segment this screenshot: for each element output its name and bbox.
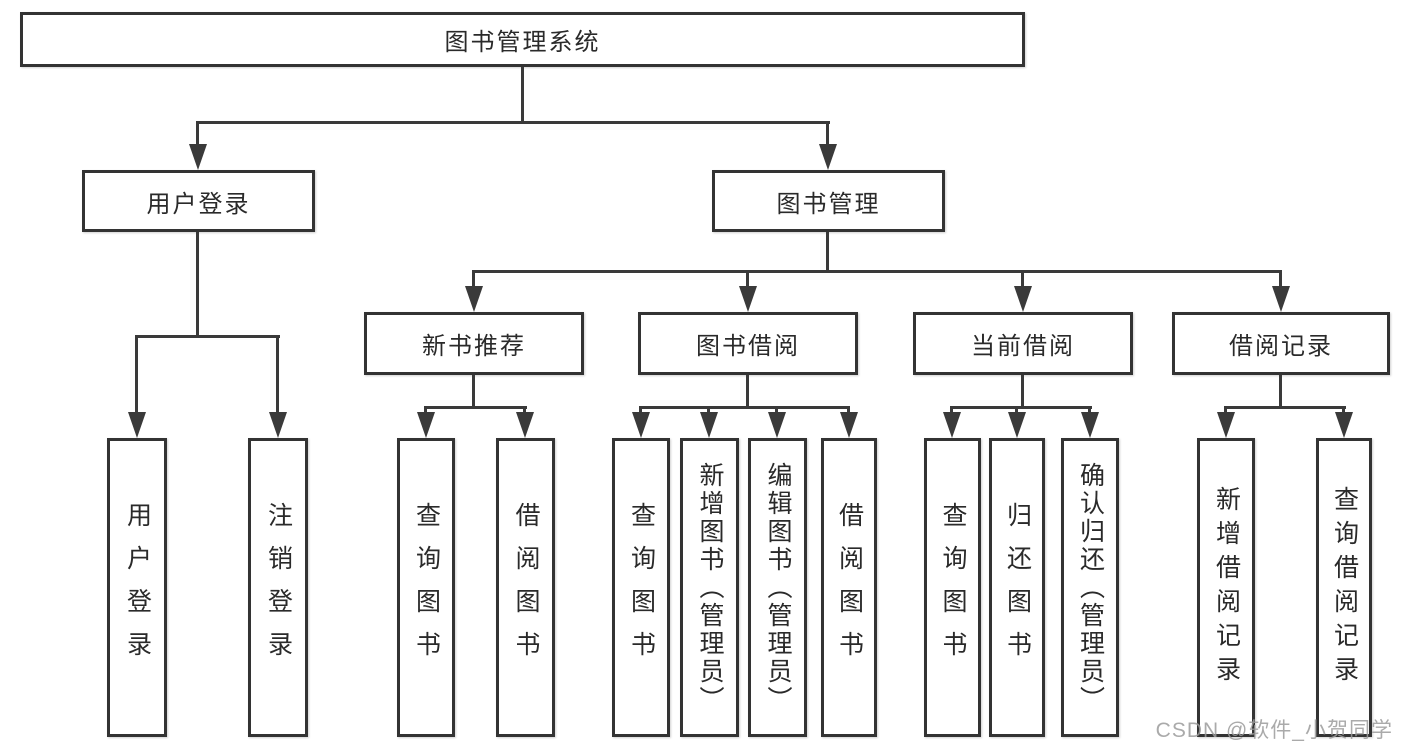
leaf-label: 编辑图书（管理员） (764, 461, 792, 714)
leaf-label: 确认归还（管理员） (1076, 461, 1105, 714)
connector-book-borrow-stem (746, 375, 749, 406)
arrow-to-current-borrow (1014, 286, 1032, 312)
connector-drop-leaf-logout (276, 335, 279, 412)
arrow-to-leaf (632, 412, 650, 438)
node-library-management-system: 图书管理系统 (20, 12, 1025, 67)
leaf-add-borrow-record: 新增借阅记录 (1197, 438, 1255, 737)
node-label: 新书推荐 (422, 333, 526, 360)
arrow-to-new-book (465, 286, 483, 312)
leaf-label: 查询图书 (412, 501, 441, 674)
leaf-label: 用户登录 (123, 501, 152, 674)
connector-drop (1015, 406, 1018, 412)
leaf-label: 借阅图书 (835, 501, 864, 674)
leaf-borrow-book-recommend: 借阅图书 (496, 438, 555, 737)
node-borrow-record: 借阅记录 (1172, 312, 1390, 375)
connector-borrow-record-split (1224, 406, 1346, 409)
leaf-label: 查询图书 (939, 501, 967, 674)
leaf-add-book-admin: 新增图书（管理员） (680, 438, 739, 737)
node-book-management: 图书管理 (712, 170, 945, 232)
arrow-to-leaf (768, 412, 786, 438)
leaf-query-book-current: 查询图书 (924, 438, 981, 737)
csdn-watermark: CSDN @软件_小贺同学 (1155, 719, 1393, 742)
connector-drop (707, 406, 710, 412)
connector-drop (1342, 406, 1345, 412)
node-label: 用户登录 (146, 190, 251, 218)
leaf-label: 查询图书 (627, 501, 656, 674)
leaf-label: 查询借阅记录 (1330, 485, 1359, 690)
connector-drop-borrow-record (1279, 270, 1282, 286)
leaf-user-login: 用户登录 (107, 438, 167, 737)
leaf-return-book: 归还图书 (989, 438, 1045, 737)
connector-drop (1088, 406, 1091, 412)
arrow-to-borrow-record (1272, 286, 1290, 312)
arrow-to-book-borrow (739, 286, 757, 312)
connector-drop (424, 406, 427, 412)
leaf-borrow-book: 借阅图书 (821, 438, 877, 737)
arrow-to-book-management (819, 144, 837, 170)
arrow-to-leaf (700, 412, 718, 438)
leaf-label: 新增图书（管理员） (696, 461, 724, 714)
node-current-borrow: 当前借阅 (913, 312, 1133, 375)
connector-current-borrow-split (950, 406, 1092, 409)
leaf-logout: 注销登录 (248, 438, 308, 737)
leaf-label: 新增借阅记录 (1212, 485, 1241, 690)
leaf-confirm-return-admin: 确认归还（管理员） (1061, 438, 1119, 737)
arrow-to-leaf (1081, 412, 1099, 438)
arrow-to-user-login (189, 144, 207, 170)
node-label: 图书借阅 (696, 333, 800, 360)
leaf-label: 借阅图书 (512, 501, 540, 674)
arrow-to-leaf (840, 412, 858, 438)
connector-drop-book-borrow (746, 270, 749, 286)
connector-book-management-stem (826, 232, 829, 270)
connector-book-borrow-split (639, 406, 850, 409)
node-label: 图书管理 (776, 190, 881, 218)
arrow-to-leaf (1008, 412, 1026, 438)
arrow-to-leaf (943, 412, 961, 438)
connector-drop (639, 406, 642, 412)
connector-drop-user-login (196, 121, 199, 146)
node-label: 当前借阅 (971, 333, 1075, 360)
leaf-edit-book-admin: 编辑图书（管理员） (748, 438, 807, 737)
connector-user-login-split (135, 335, 280, 338)
leaf-label: 注销登录 (264, 501, 293, 674)
connector-new-book-split (424, 406, 527, 409)
leaf-query-book-borrow: 查询图书 (612, 438, 670, 737)
node-label: 图书管理系统 (444, 29, 601, 56)
connector-drop-book-management (826, 121, 829, 146)
connector-borrow-record-stem (1279, 375, 1282, 406)
arrow-to-leaf (417, 412, 435, 438)
leaf-query-book-recommend: 查询图书 (397, 438, 455, 737)
arrow-to-leaf-login (128, 412, 146, 438)
connector-drop (775, 406, 778, 412)
connector-drop (950, 406, 953, 412)
connector-root-split (196, 121, 830, 124)
node-new-book-recommend: 新书推荐 (364, 312, 584, 375)
connector-user-login-stem (196, 232, 199, 335)
node-user-login: 用户登录 (82, 170, 315, 232)
connector-new-book-stem (472, 375, 475, 406)
connector-root-stem (521, 67, 524, 121)
connector-drop-new-book (472, 270, 475, 286)
node-label: 借阅记录 (1229, 333, 1333, 360)
connector-drop-current-borrow (1021, 270, 1024, 286)
connector-drop (1224, 406, 1227, 412)
connector-drop-leaf-login (135, 335, 138, 412)
leaf-label: 归还图书 (1003, 501, 1032, 674)
node-book-borrow: 图书借阅 (638, 312, 858, 375)
connector-drop (847, 406, 850, 412)
connector-drop (523, 406, 526, 412)
leaf-query-borrow-record: 查询借阅记录 (1316, 438, 1372, 737)
arrow-to-leaf-logout (269, 412, 287, 438)
connector-book-management-split (472, 270, 1282, 273)
arrow-to-leaf (516, 412, 534, 438)
connector-current-borrow-stem (1021, 375, 1024, 406)
arrow-to-leaf (1335, 412, 1353, 438)
arrow-to-leaf (1217, 412, 1235, 438)
